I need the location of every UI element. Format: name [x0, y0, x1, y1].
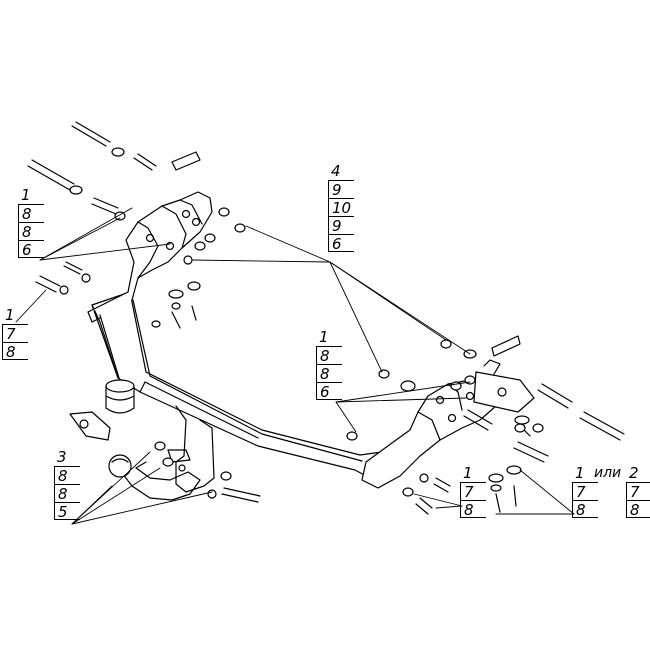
callout-label: 1 [575, 464, 585, 482]
callout-label: 9 [328, 180, 354, 199]
callout-label: 8 [2, 342, 28, 361]
callout-label: 8 [460, 500, 486, 519]
callout-label: 8 [316, 364, 342, 383]
callout-label: 8 [626, 500, 650, 519]
callout-label: 1 [5, 306, 15, 324]
callout-label: 6 [18, 240, 44, 259]
callout-label: 1 [463, 464, 473, 482]
callout-label: 7 [2, 324, 28, 343]
left-bracket [87, 191, 213, 323]
callout-label: 6 [316, 382, 342, 401]
callout-label: 2 [629, 464, 639, 482]
callout-label: 8 [316, 346, 342, 365]
callout-label: 8 [572, 500, 598, 519]
alternative-label: или [594, 465, 622, 481]
leader-lines [15, 207, 575, 525]
electrical-socket [69, 379, 135, 441]
long-bolts [27, 121, 625, 503]
callout-label: 7 [626, 482, 650, 501]
callout-label: 1 [319, 328, 329, 346]
nuts-and-washers [59, 147, 544, 499]
short-bolts [35, 153, 531, 515]
callout-label: 5 [54, 502, 80, 521]
callout-label: 7 [572, 482, 598, 501]
callout-label: 9 [328, 216, 354, 235]
callout-label: 8 [54, 466, 80, 485]
callout-label: 3 [57, 448, 67, 466]
ball-mount [108, 405, 215, 501]
callout-label: 8 [18, 204, 44, 223]
callout-label: 8 [18, 222, 44, 241]
callout-label: 7 [460, 482, 486, 501]
right-bracket [361, 359, 535, 489]
callout-label: 8 [54, 484, 80, 503]
cross-beam [91, 291, 396, 479]
callout-label: 10 [328, 198, 354, 217]
callout-label: 1 [21, 186, 31, 204]
callout-label: 6 [328, 234, 354, 253]
callout-label: 4 [331, 162, 341, 180]
